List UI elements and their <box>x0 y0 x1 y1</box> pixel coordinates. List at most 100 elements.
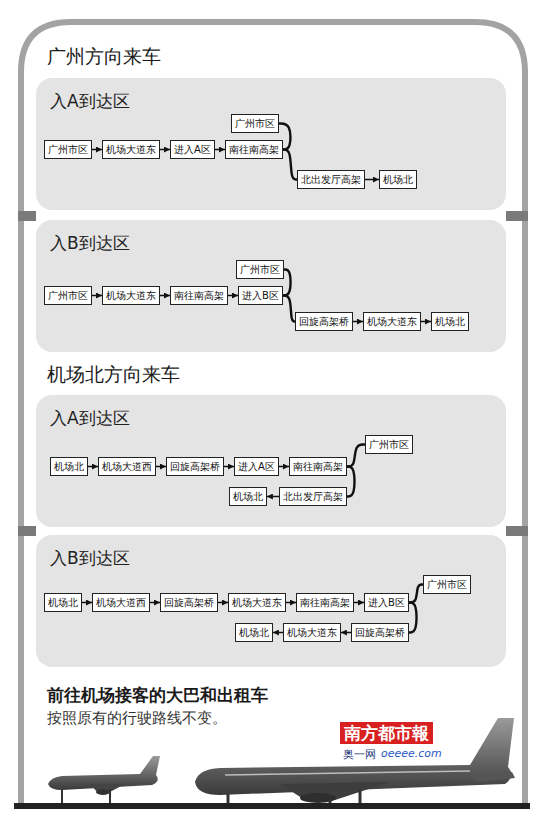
route-box: 回旋高架桥 <box>166 457 224 476</box>
flow-arrow <box>365 179 379 180</box>
large-plane <box>195 718 515 803</box>
route-box: 机场北 <box>431 312 469 331</box>
panel-heading: 入A到达区 <box>50 90 130 113</box>
route-box: 广州市区 <box>423 575 471 594</box>
route-bracket <box>283 150 297 180</box>
flow-arrow <box>160 149 170 150</box>
box-label: 回旋高架桥 <box>170 461 220 472</box>
ground-line <box>14 803 530 809</box>
box-label: 广州市区 <box>427 579 467 590</box>
route-box: 北出发厅高架 <box>279 487 347 506</box>
route-box: 机场大道东 <box>283 623 341 642</box>
panel-ground <box>36 220 506 352</box>
box-label: 进入A区 <box>174 144 211 155</box>
section-heading: 机场北方向来车 <box>47 362 180 388</box>
box-label: 机场北 <box>383 174 413 185</box>
route-box: 南往南高架 <box>296 593 354 612</box>
flow-arrow <box>354 602 364 603</box>
box-label: 南往南高架 <box>229 144 279 155</box>
box-label: 机场大道东 <box>287 627 337 638</box>
box-label: 机场北 <box>54 461 84 472</box>
box-label: 广州市区 <box>369 439 409 450</box>
route-bracket <box>347 445 365 467</box>
section-heading: 广州方向来车 <box>47 44 161 70</box>
route-box: 北出发厅高架 <box>297 170 365 189</box>
flow-arrow <box>279 466 289 467</box>
box-label: 机场大道东 <box>367 316 417 327</box>
box-label: 回旋高架桥 <box>355 627 405 638</box>
route-panel: 入B到达区机场北机场大道西回旋高架桥机场大道东南往南高架进入B区广州市区机场北机… <box>36 535 506 667</box>
outer-frame <box>21 22 525 806</box>
route-box: 机场北 <box>379 170 417 189</box>
flow-arrow <box>150 602 160 603</box>
route-box: 机场大道西 <box>98 457 156 476</box>
route-box: 机场北 <box>50 457 88 476</box>
box-label: 北出发厅高架 <box>301 174 361 185</box>
notice-text: 按照原有的行驶路线不变。 <box>47 709 227 728</box>
frame-joint <box>506 211 528 221</box>
route-box: 机场大道东 <box>228 593 286 612</box>
box-label: 广州市区 <box>48 290 88 301</box>
route-box: 机场大道东 <box>102 286 160 305</box>
route-box: 广州市区 <box>231 114 279 133</box>
box-label: 机场大道东 <box>232 597 282 608</box>
flow-arrow <box>88 466 98 467</box>
box-label: 广州市区 <box>240 264 280 275</box>
flow-arrow <box>286 602 296 603</box>
route-box: 进入A区 <box>234 457 279 476</box>
route-box: 广州市区 <box>44 286 92 305</box>
flow-arrow <box>92 149 102 150</box>
site-name: 奥一网 <box>343 747 376 762</box>
box-label: 北出发厅高架 <box>283 491 343 502</box>
flow-arrow <box>267 496 279 497</box>
route-box: 回旋高架桥 <box>295 312 353 331</box>
logo-text: 南方都市報 <box>344 723 429 743</box>
flow-arrow <box>353 321 363 322</box>
box-label: 广州市区 <box>48 144 88 155</box>
box-label: 南往南高架 <box>293 461 343 472</box>
box-label: 回旋高架桥 <box>299 316 349 327</box>
frame-joint <box>18 526 36 536</box>
box-label: 机场大道东 <box>106 144 156 155</box>
box-label: 机场大道西 <box>96 597 146 608</box>
box-label: 进入B区 <box>368 597 405 608</box>
flow-arrow <box>92 295 102 296</box>
route-box: 回旋高架桥 <box>351 623 409 642</box>
box-label: 机场大道西 <box>102 461 152 472</box>
flow-arrow <box>215 149 225 150</box>
route-bracket <box>283 270 291 296</box>
box-label: 进入A区 <box>238 461 275 472</box>
site-url: oeeee.com <box>381 747 442 760</box>
flow-arrow <box>273 632 283 633</box>
route-bracket <box>347 467 355 497</box>
route-bracket <box>283 296 295 322</box>
route-box: 广州市区 <box>236 260 284 279</box>
box-label: 机场大道东 <box>106 290 156 301</box>
panel-ground <box>36 78 506 210</box>
flow-arrow <box>341 632 351 633</box>
route-panel: 入A到达区广州市区机场大道东进入A区南往南高架广州市区北出发厅高架机场北 <box>36 78 506 210</box>
route-box: 回旋高架桥 <box>160 593 218 612</box>
box-label: 南往南高架 <box>300 597 350 608</box>
flow-arrow <box>228 295 238 296</box>
box-label: 南往南高架 <box>174 290 224 301</box>
small-plane <box>48 756 160 803</box>
notice-heading: 前往机场接客的大巴和出租车 <box>47 684 268 707</box>
route-box: 进入B区 <box>238 286 283 305</box>
flow-arrow <box>156 466 166 467</box>
newspaper-logo: 南方都市報 <box>340 722 433 744</box>
panel-heading: 入B到达区 <box>50 547 130 570</box>
route-panel: 入B到达区广州市区机场大道东南往南高架进入B区广州市区回旋高架桥机场大道东机场北 <box>36 220 506 352</box>
panel-ground <box>36 535 506 667</box>
route-box: 南往南高架 <box>170 286 228 305</box>
panel-heading: 入B到达区 <box>50 232 130 255</box>
box-label: 广州市区 <box>235 118 275 129</box>
route-box: 进入B区 <box>364 593 409 612</box>
route-box: 进入A区 <box>170 140 215 159</box>
box-label: 机场北 <box>233 491 263 502</box>
route-bracket <box>409 603 417 633</box>
box-label: 回旋高架桥 <box>164 597 214 608</box>
route-box: 机场大道东 <box>102 140 160 159</box>
route-box: 南往南高架 <box>225 140 283 159</box>
